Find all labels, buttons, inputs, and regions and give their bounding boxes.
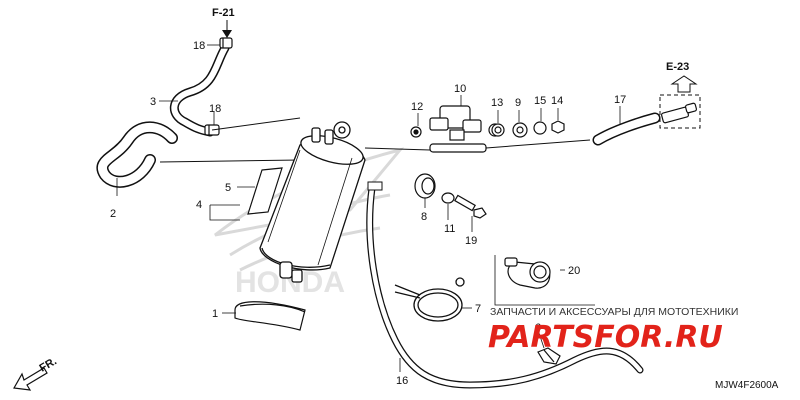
callout-9: 9 [515, 97, 521, 109]
fitting-e23 [660, 102, 698, 124]
washer-11 [441, 192, 455, 204]
callout-10: 10 [454, 83, 466, 95]
clip-6 [537, 347, 561, 365]
washer-15 [533, 121, 547, 135]
ref-e23-label: E-23 [666, 61, 689, 73]
callout-13: 13 [491, 97, 503, 109]
clamp-7 [394, 277, 465, 322]
callout-16: 16 [396, 375, 408, 387]
callout-11: 11 [444, 223, 455, 235]
callout-3: 3 [150, 96, 156, 108]
nut-14 [551, 120, 565, 134]
callout-19: 19 [465, 235, 477, 247]
callout-18-top: 18 [193, 40, 205, 52]
callout-20: 20 [568, 265, 580, 277]
evap-canister [259, 121, 366, 283]
washer-9 [512, 122, 528, 138]
leader-lines [116, 44, 621, 372]
callout-5: 5 [225, 182, 231, 194]
clip-18-top [219, 37, 233, 49]
collar-13 [491, 123, 505, 137]
bolt-19 [454, 194, 487, 219]
watermark-shop-line: ЗАПЧАСТИ И АКСЕССУАРЫ ДЛЯ МОТОТЕХНИКИ [490, 306, 739, 318]
callout-2: 2 [110, 208, 116, 220]
front-direction-arrow: FR. [13, 355, 59, 391]
callout-15: 15 [534, 95, 546, 107]
grommet-12 [410, 126, 422, 138]
callout-17: 17 [614, 94, 626, 106]
callout-6: 6 [535, 322, 541, 334]
callout-7: 7 [475, 303, 481, 315]
band-1 [234, 301, 306, 331]
ref-e23: E-23 [659, 61, 701, 129]
callout-8: 8 [421, 211, 427, 223]
purge-valve-10 [364, 105, 591, 153]
clamp-20 [494, 255, 595, 306]
ref-f21: F-21 [212, 7, 235, 38]
callout-18-lower: 18 [209, 103, 221, 115]
callout-4: 4 [196, 199, 202, 211]
diagram-code: MJW4F2600A [715, 380, 779, 391]
pad-5 [247, 167, 283, 215]
callout-12: 12 [411, 101, 423, 113]
ref-f21-label: F-21 [212, 7, 235, 19]
front-direction-label: FR. [38, 355, 59, 374]
callout-14: 14 [551, 95, 563, 107]
watermark-logo: PARTSFOR.RU [488, 320, 723, 355]
grommet-8 [414, 173, 436, 199]
callout-1: 1 [212, 308, 218, 320]
